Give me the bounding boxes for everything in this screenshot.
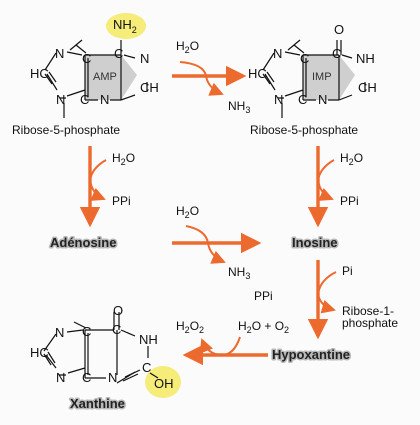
water-label-4: H2O	[176, 204, 199, 220]
xanthine-n7: N	[55, 325, 64, 340]
xanthine-label: Xanthine	[70, 396, 125, 411]
amp-c5: C	[82, 51, 91, 66]
water-label-2: H2O	[112, 151, 135, 167]
imp-n9: N	[274, 92, 283, 107]
imp-oxygen: O	[334, 22, 344, 37]
imp-n3: N	[318, 92, 327, 107]
xanthine-c5: C	[82, 324, 91, 339]
amp-amino-n: NH2	[113, 17, 137, 35]
imp-structure: O C N NH HC IMP CH N C N C Ribose-5-phos…	[248, 22, 377, 137]
ppi-label-2: PPi	[340, 194, 359, 208]
adenosine-to-inosine-side-curve	[185, 225, 226, 264]
peroxide-label: H2O2	[176, 319, 204, 335]
xanthine-oxygen: O	[113, 303, 123, 318]
amp-structure: NH2 C N N HC AMP CH N C N C Ribose-5-pho…	[12, 13, 159, 137]
xanthine-n3: N	[108, 370, 117, 385]
inosine-to-hypoxanthine-side-curve	[316, 271, 337, 314]
imp-c4: C	[298, 92, 307, 107]
inosine-label: Inosine	[292, 235, 338, 250]
ribose1p-label-line2: phosphate	[342, 316, 398, 330]
xanthine-n1: NH	[139, 332, 158, 347]
reaction-arrows	[79, 61, 337, 366]
ammonia-label-1: NH3	[228, 99, 250, 115]
imp-to-inosine-side-curve	[316, 159, 335, 201]
ribose1p-label-line1: Ribose-1-	[342, 304, 394, 318]
xanthine-c6: C	[112, 322, 121, 337]
amp-ring-fill	[85, 55, 137, 100]
amp-c6: C	[114, 46, 123, 61]
imp-ring-fill	[303, 55, 355, 100]
imp-c2: CH	[358, 80, 377, 95]
xanthine-c4: C	[82, 370, 91, 385]
hypoxanthine-label: Hypoxantine	[272, 347, 350, 362]
imp-n7: N	[273, 46, 282, 61]
amp-sugar-label: Ribose-5-phosphate	[12, 123, 120, 137]
amino-highlight	[106, 13, 146, 39]
amp-n1: N	[140, 51, 149, 66]
pi-label: Pi	[342, 264, 353, 278]
imp-c6: C	[332, 46, 341, 61]
amp-to-imp-side-curve	[179, 61, 224, 96]
xanthine-c2: C	[142, 360, 151, 375]
reagent-labels: H2O NH3 H2O PPi H2O PPi H2O NH3 PPi Pi R…	[112, 39, 398, 335]
adenosine-label: Adénosine	[50, 235, 116, 250]
imp-n1: NH	[356, 51, 375, 66]
imp-sugar-label: Ribose-5-phosphate	[250, 123, 358, 137]
xanthine-n9: N	[56, 370, 65, 385]
hydroxyl-highlight	[145, 366, 181, 398]
ppi-label-1: PPi	[112, 194, 131, 208]
xanthine-hydroxyl: OH	[154, 376, 174, 391]
water-oxygen-label: H2O + O2	[238, 319, 289, 335]
amp-ring-label: AMP	[93, 71, 117, 83]
hypoxanthine-to-xanthine-side-curve	[199, 336, 241, 357]
imp-c5: C	[300, 51, 309, 66]
amp-n7: N	[55, 46, 64, 61]
ppi-label-3: PPi	[254, 289, 273, 303]
amp-n9: N	[56, 92, 65, 107]
amp-n3: N	[100, 92, 109, 107]
amp-c4: C	[80, 92, 89, 107]
xanthine-c8: HC	[30, 345, 49, 360]
water-label-1: H2O	[176, 39, 199, 55]
ammonia-label-2: NH3	[228, 265, 250, 281]
imp-ring-label: IMP	[312, 71, 332, 83]
amp-c8: HC	[30, 66, 49, 81]
xanthine-structure: O C N NH HC C N C N C OH	[30, 303, 181, 398]
amp-to-adenosine-side-curve	[88, 159, 107, 201]
amp-c2: CH	[140, 80, 159, 95]
water-label-3: H2O	[340, 151, 363, 167]
imp-c8: HC	[248, 66, 267, 81]
